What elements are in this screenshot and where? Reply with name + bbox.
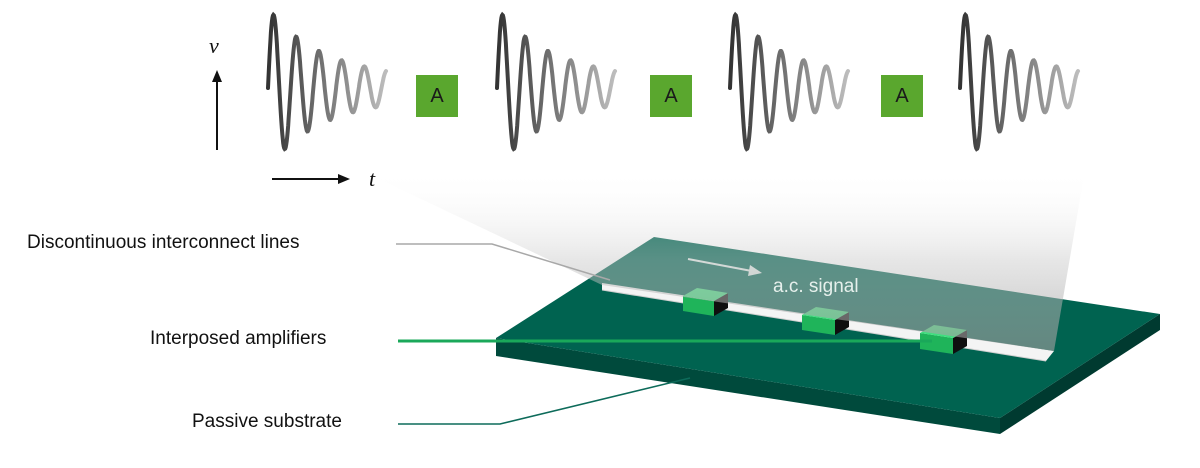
waveform-1 <box>266 11 388 152</box>
amplifier-symbol-3: A <box>881 75 923 117</box>
callout-amplifiers: Interposed amplifiers <box>150 328 327 349</box>
signal-label: a.c. signal <box>773 276 859 297</box>
axis-label-t: t <box>369 166 376 191</box>
waveform-4 <box>958 11 1080 152</box>
amplifier-symbol-2: A <box>650 75 692 117</box>
substrate-front-face <box>496 338 1000 434</box>
waveform-3 <box>728 11 850 152</box>
callout-line-substrate <box>398 377 691 425</box>
voltage-axis <box>212 70 222 150</box>
waveform-2 <box>495 11 617 152</box>
callout-line-interconnect <box>396 243 611 281</box>
axis-label-v: v <box>209 33 219 58</box>
amplifier-symbol-1: A <box>416 75 458 117</box>
callout-interconnect: Discontinuous interconnect lines <box>27 232 300 253</box>
time-axis <box>272 174 350 184</box>
waveforms <box>266 11 1080 152</box>
projection-beam <box>360 170 1085 351</box>
callout-substrate: Passive substrate <box>192 411 342 432</box>
substrate-right-face <box>1000 314 1160 434</box>
